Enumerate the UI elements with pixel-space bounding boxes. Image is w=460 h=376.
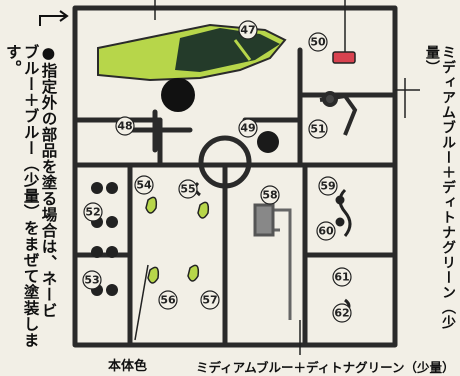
part-number-labels: 47 48 49 50 51 52 53 54 55 56 57 58 bbox=[82, 20, 352, 323]
part-num-51: 51 bbox=[310, 123, 325, 136]
left-note-line-1: ●指定外の部品を塗る場合は、ネービ bbox=[39, 44, 58, 319]
bracket-line bbox=[395, 78, 420, 118]
right-color-note: ミディアムブルー＋ディトナグリーン（少量） bbox=[423, 45, 456, 330]
part-49-piece bbox=[257, 131, 279, 153]
body-color-label: 本体色 bbox=[108, 359, 148, 374]
green-part-large bbox=[97, 23, 287, 112]
runner-frame bbox=[72, 5, 398, 348]
part-num-53: 53 bbox=[84, 274, 99, 287]
corner-arrow-icon bbox=[39, 10, 69, 26]
part-num-49: 49 bbox=[240, 122, 255, 135]
leader-line bbox=[134, 264, 149, 341]
bottom-color-note: ミディアムブルー＋ディトナグリーン（少量） bbox=[196, 360, 455, 375]
part-num-59: 59 bbox=[320, 180, 335, 193]
part-num-52: 52 bbox=[85, 206, 100, 219]
chain-parts bbox=[335, 188, 352, 314]
part-num-56: 56 bbox=[160, 294, 176, 307]
part-num-47: 47 bbox=[240, 24, 255, 37]
part-num-60: 60 bbox=[318, 225, 334, 238]
part-num-55: 55 bbox=[180, 183, 195, 196]
part-num-61: 61 bbox=[334, 271, 349, 284]
part-num-50: 50 bbox=[310, 36, 326, 49]
part-num-54: 54 bbox=[136, 179, 152, 192]
red-part bbox=[332, 51, 356, 64]
part-58-piece bbox=[253, 203, 292, 320]
left-note-line-2: ブルー＋ブルー（少量）をまぜて塗装します。 bbox=[3, 44, 40, 348]
left-instruction-note: ●指定外の部品を塗る場合は、ネービ ブルー＋ブルー（少量）をまぜて塗装します。 bbox=[3, 44, 58, 374]
part-num-58: 58 bbox=[262, 189, 277, 202]
part-num-62: 62 bbox=[334, 307, 349, 320]
part-num-48: 48 bbox=[117, 120, 132, 133]
green-hook-parts bbox=[143, 178, 210, 284]
part-num-57: 57 bbox=[202, 294, 217, 307]
part-51-piece bbox=[319, 91, 358, 136]
